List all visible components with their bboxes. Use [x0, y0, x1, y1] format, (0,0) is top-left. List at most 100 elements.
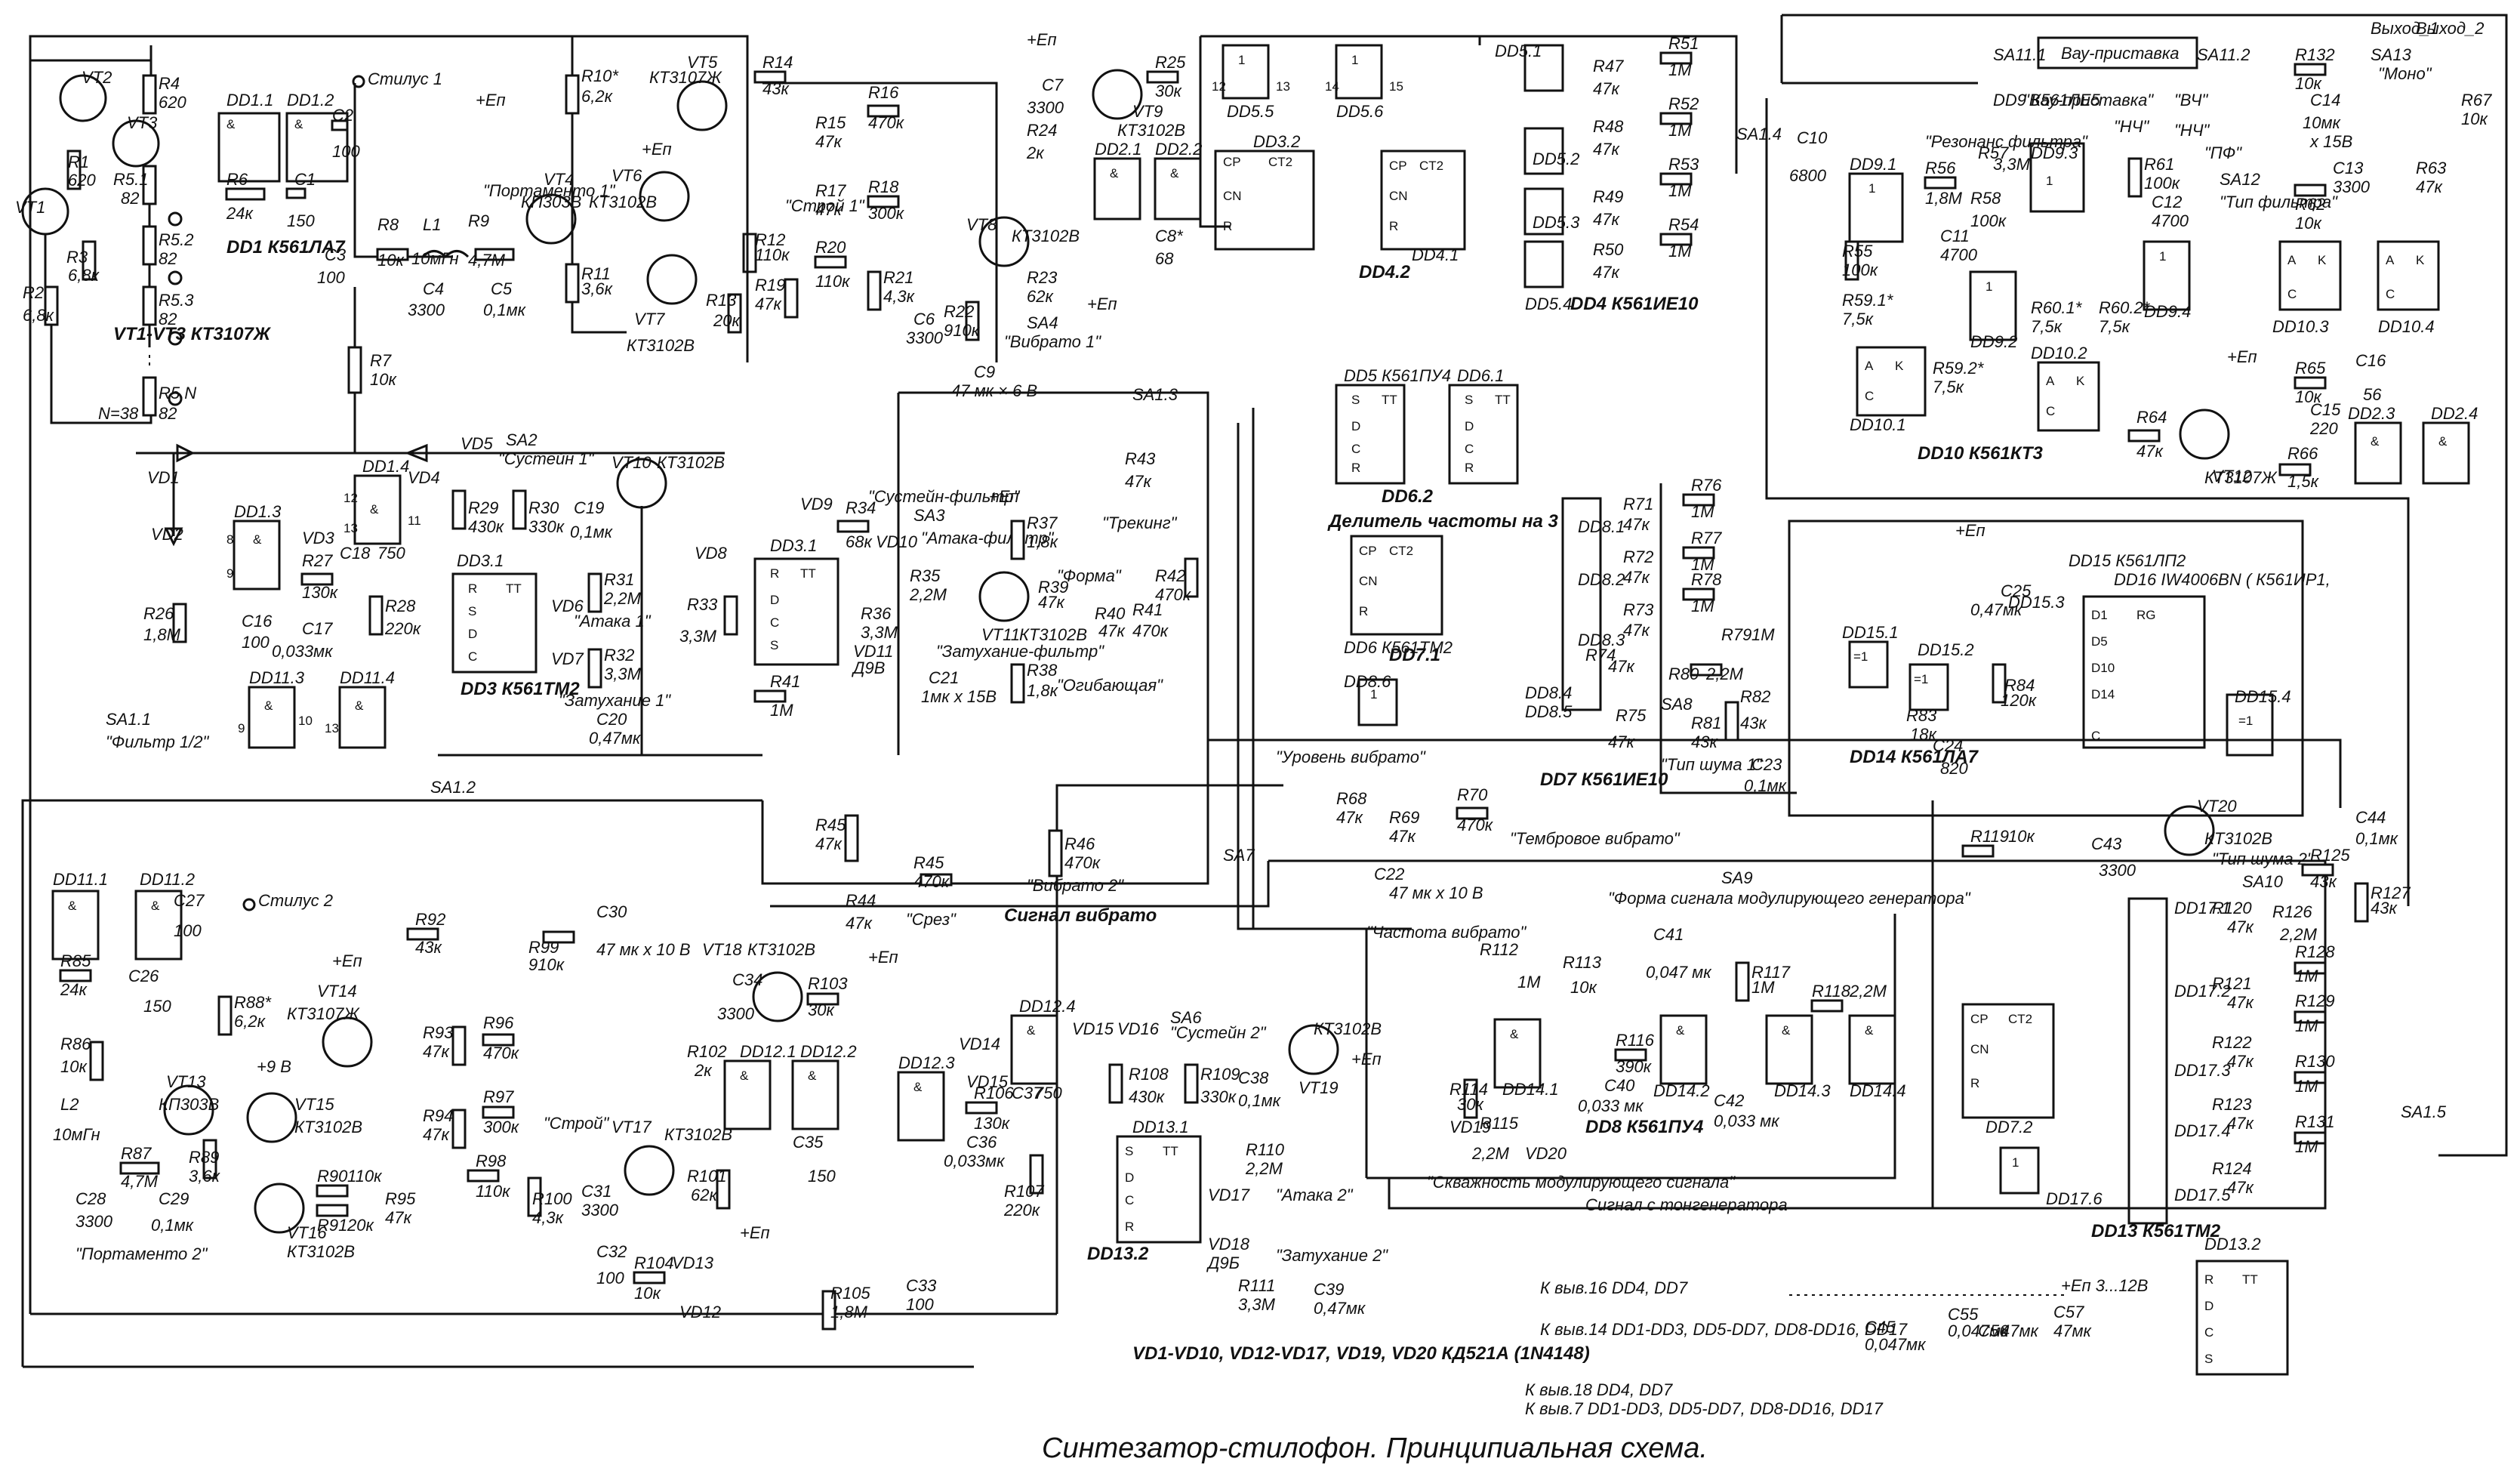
svg-text:R73: R73: [1623, 600, 1654, 619]
svg-text:750: 750: [1034, 1084, 1062, 1102]
svg-text:C: C: [1125, 1193, 1134, 1207]
svg-text:TT: TT: [506, 581, 522, 596]
svg-text:R120: R120: [2212, 899, 2252, 917]
svg-text:DD7 К561ИЕ10: DD7 К561ИЕ10: [1540, 769, 1668, 790]
svg-text:R4: R4: [159, 74, 180, 93]
svg-text:150: 150: [143, 997, 171, 1016]
r4-resistor: [142, 74, 157, 115]
svg-text:47к: 47к: [1593, 263, 1620, 282]
svg-text:DD6.1: DD6.1: [1457, 366, 1504, 385]
svg-text:R94: R94: [423, 1106, 453, 1125]
svg-text:470к: 470к: [913, 872, 950, 891]
svg-text:6,8к: 6,8к: [68, 266, 100, 285]
svg-text:R106: R106: [974, 1084, 1014, 1102]
svg-text:CP: CP: [1359, 544, 1377, 558]
svg-text:47к: 47к: [1593, 210, 1620, 229]
svg-text:SA6: SA6: [1170, 1008, 1202, 1027]
svg-text:SA4: SA4: [1027, 313, 1058, 332]
svg-text:R96: R96: [483, 1013, 514, 1032]
svg-text:C: C: [2204, 1325, 2213, 1340]
svg-text:R: R: [1970, 1076, 1979, 1090]
svg-text:R61: R61: [2144, 155, 2174, 174]
svg-text:14: 14: [1325, 79, 1339, 94]
svg-text:0,033мк: 0,033мк: [272, 642, 334, 661]
svg-text:DD5 К561ПУ4: DD5 К561ПУ4: [1344, 366, 1451, 385]
svg-text:КТ3102В: КТ3102В: [627, 336, 695, 355]
svg-text:R: R: [2204, 1272, 2213, 1287]
svg-text:R43: R43: [1125, 449, 1156, 468]
svg-text:300к: 300к: [483, 1118, 520, 1136]
svg-text:R105: R105: [830, 1284, 870, 1303]
svg-text:DD5.6: DD5.6: [1336, 102, 1384, 121]
svg-text:R89: R89: [189, 1148, 219, 1167]
svg-text:C2: C2: [332, 106, 353, 125]
svg-text:1М: 1М: [2295, 1077, 2318, 1096]
svg-text:TT: TT: [2242, 1272, 2258, 1287]
svg-text:=1: =1: [2238, 714, 2253, 728]
svg-text:1М: 1М: [1668, 60, 1692, 79]
svg-text:SA1.2: SA1.2: [430, 778, 476, 797]
svg-text:0,1мк: 0,1мк: [483, 301, 527, 319]
svg-text:R98: R98: [476, 1152, 507, 1170]
svg-text:R64: R64: [2136, 408, 2167, 427]
svg-text:&: &: [226, 117, 236, 131]
svg-text:"Затухание-фильтр": "Затухание-фильтр": [936, 642, 1104, 661]
svg-text:R42: R42: [1155, 566, 1185, 585]
svg-text:+Eп: +Eп: [989, 487, 1019, 506]
svg-text:КТ3102В: КТ3102В: [1012, 227, 1080, 245]
svg-text:х 15В: х 15В: [2309, 132, 2352, 151]
svg-text:КТ3102В: КТ3102В: [664, 1125, 732, 1144]
svg-text:R48: R48: [1593, 117, 1624, 136]
svg-text:&: &: [2438, 434, 2448, 449]
svg-text:1: 1: [1370, 687, 1377, 702]
svg-text:R119: R119: [1970, 827, 2009, 846]
svg-text:"Срез": "Срез": [906, 910, 957, 929]
svg-text:1М: 1М: [1691, 597, 1714, 615]
svg-text:C57: C57: [2053, 1303, 2084, 1321]
svg-text:R80: R80: [1668, 665, 1699, 683]
svg-text:1,8М: 1,8М: [143, 625, 181, 644]
svg-text:47к: 47к: [423, 1042, 450, 1061]
svg-text:4700: 4700: [2152, 211, 2189, 230]
svg-text:S: S: [468, 604, 476, 618]
svg-text:2,2М: 2,2М: [1705, 665, 1744, 683]
svg-text:VT4: VT4: [544, 170, 574, 189]
svg-text:+Eп: +Eп: [1955, 521, 1986, 540]
svg-text:"Вибрато 2": "Вибрато 2": [1027, 876, 1124, 895]
svg-text:DD3.1: DD3.1: [770, 536, 817, 555]
svg-text:R34: R34: [846, 498, 876, 517]
svg-text:D: D: [1465, 419, 1474, 433]
svg-text:68к: 68к: [846, 532, 873, 551]
svg-text:R128: R128: [2295, 942, 2335, 961]
svg-text:10к: 10к: [60, 1057, 88, 1076]
svg-text:18к: 18к: [1910, 725, 1937, 744]
svg-text:"Моно": "Моно": [2378, 64, 2432, 83]
svg-text:C10: C10: [1797, 128, 1828, 147]
svg-text:C41: C41: [1653, 925, 1684, 944]
filter12-label: "Фильтр 1/2": [106, 732, 210, 751]
svg-text:24к: 24к: [60, 980, 88, 999]
svg-text:VT12: VT12: [2212, 467, 2252, 486]
svg-text:10мк: 10мк: [2303, 113, 2342, 132]
svg-text:0,033 мк: 0,033 мк: [1714, 1112, 1780, 1130]
svg-text:C20: C20: [596, 710, 627, 729]
svg-text:DD1.4: DD1.4: [362, 457, 409, 476]
svg-text:DD10 К561КТ3: DD10 К561КТ3: [1918, 443, 2044, 464]
svg-text:C15: C15: [2310, 400, 2341, 419]
svg-text:DD8.4: DD8.4: [1525, 683, 1572, 702]
svg-text:+Eп: +Eп: [2227, 347, 2257, 366]
svg-text:"Портаменто 2": "Портаменто 2": [75, 1244, 208, 1263]
svg-text:Сигнал с тонгенератора: Сигнал с тонгенератора: [1585, 1195, 1788, 1214]
svg-text:10к: 10к: [377, 251, 405, 270]
svg-text:DD12.4: DD12.4: [1019, 997, 1076, 1016]
svg-text:&: &: [294, 117, 303, 131]
svg-text:2,2М: 2,2М: [1245, 1159, 1283, 1178]
svg-text:"Вибрато 1": "Вибрато 1": [1004, 332, 1101, 351]
svg-text:1М: 1М: [1668, 181, 1692, 200]
svg-text:C: C: [468, 649, 477, 664]
